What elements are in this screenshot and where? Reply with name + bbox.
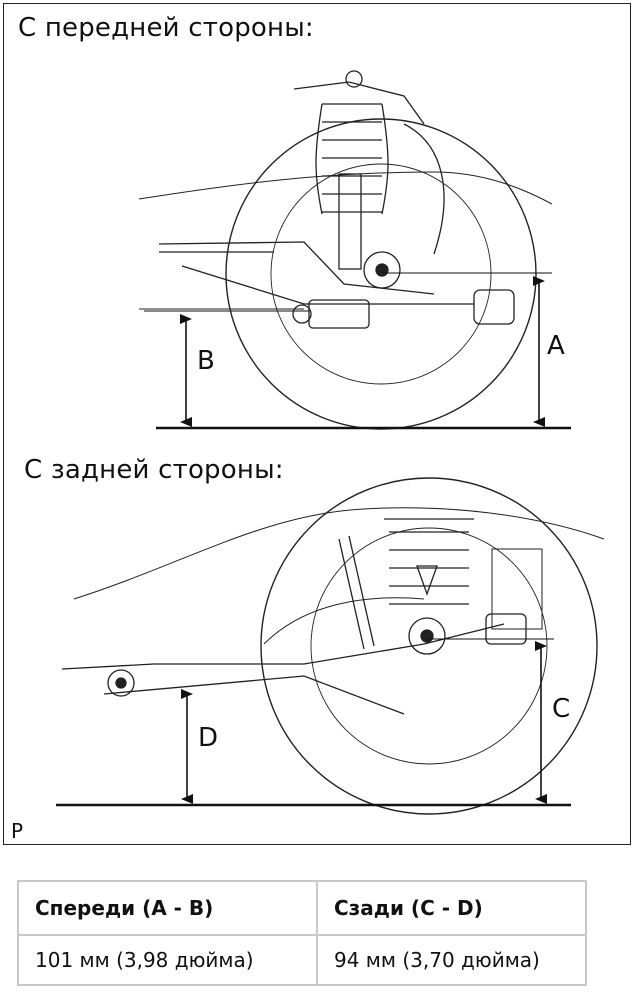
spec-table: Спереди (A - B) Сзади (C - D) 101 мм (3,… xyxy=(17,880,587,986)
label-a: A xyxy=(547,331,565,361)
spec-table-header-row: Спереди (A - B) Сзади (C - D) xyxy=(17,880,587,936)
value-rear: 94 мм (3,70 дюйма) xyxy=(316,934,587,986)
diagram-drawing xyxy=(56,70,605,815)
rear-dimension-lines xyxy=(56,638,571,807)
rear-suspension-drawing xyxy=(61,477,605,815)
front-dimension-lines xyxy=(144,272,571,430)
label-d: D xyxy=(198,723,219,753)
header-rear: Сзади (C - D) xyxy=(316,880,587,936)
label-b: B xyxy=(197,346,215,376)
header-front: Спереди (A - B) xyxy=(17,880,318,936)
label-c: C xyxy=(552,694,571,724)
front-suspension-drawing xyxy=(138,70,553,430)
corner-mark: P xyxy=(11,819,24,843)
rear-bushing xyxy=(107,669,135,697)
rear-wheel xyxy=(260,477,598,815)
rear-view-heading: С задней стороны: xyxy=(24,455,284,485)
table-row: 101 мм (3,98 дюйма) 94 мм (3,70 дюйма) xyxy=(17,934,587,986)
value-front: 101 мм (3,98 дюйма) xyxy=(17,934,318,986)
suspension-diagram: С передней стороны: С задней стороны: A … xyxy=(3,3,631,845)
front-view-heading: С передней стороны: xyxy=(18,13,314,43)
